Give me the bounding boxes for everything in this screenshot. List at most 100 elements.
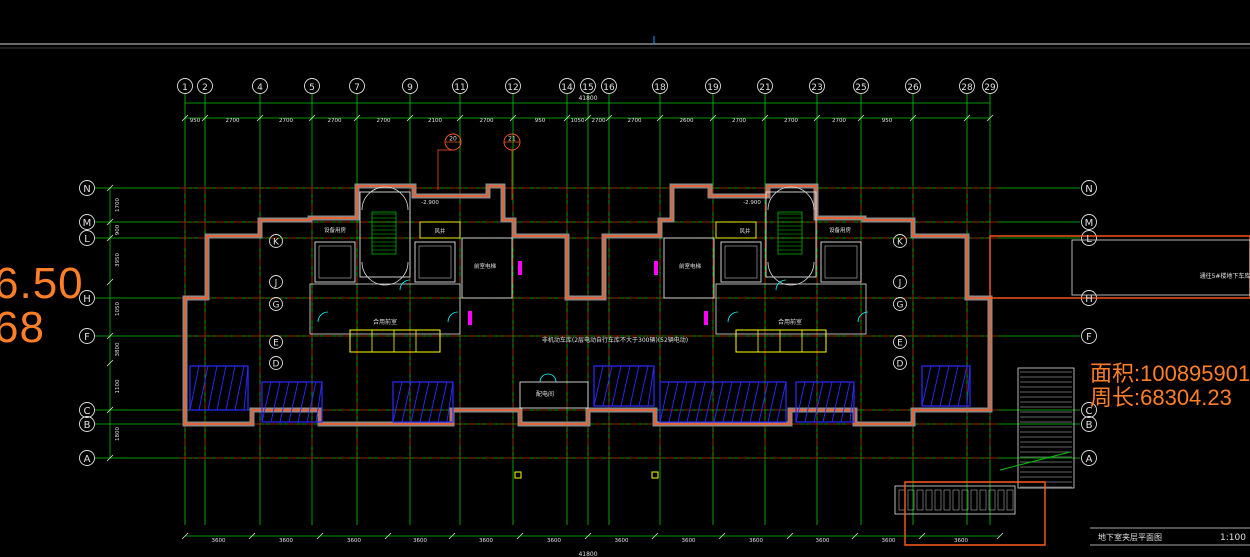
dimension-tick <box>813 114 821 122</box>
grid-column-bubble <box>559 78 575 94</box>
parking-hatch <box>602 365 613 407</box>
parking-hatch <box>225 365 236 411</box>
stair-arc <box>361 261 409 286</box>
grid-subrow-bubble <box>893 275 907 289</box>
door-swing <box>775 279 787 291</box>
grid-row-bubble <box>79 450 95 466</box>
ramp-slot <box>970 489 978 511</box>
stair-run <box>777 211 803 255</box>
grid-subrow-bubble <box>269 275 283 289</box>
shaft-room <box>715 221 757 239</box>
parking-hatch <box>198 365 209 411</box>
pump-room-label: 配电间 <box>536 390 554 398</box>
dimension-tick <box>406 114 414 122</box>
door-marker <box>468 311 472 325</box>
parking-band <box>261 381 323 423</box>
stairwell <box>359 191 411 278</box>
ramp-slot <box>898 489 906 511</box>
parking-band <box>593 365 655 407</box>
dimension-tick-bottom <box>918 532 926 540</box>
grid-row-label-right: A <box>1086 454 1093 465</box>
grid-subrow-label: K <box>897 238 904 248</box>
left-dimension-text: 3800 <box>115 342 121 356</box>
grid-column-label: 2 <box>202 83 208 93</box>
dimension-tick <box>353 114 361 122</box>
grid-column-label: 9 <box>407 83 413 93</box>
dimension-tick-left <box>106 234 114 242</box>
parking-hatch <box>813 381 824 423</box>
parking-hatch <box>593 365 604 407</box>
grid-row-label-right: F <box>1086 332 1092 343</box>
grid-row-bubble-right <box>1081 180 1097 196</box>
parking-hatch <box>306 381 317 423</box>
dimension-tick-left <box>106 218 114 226</box>
grid-row-label-right: L <box>1086 234 1092 245</box>
left-readout-line2: 68 <box>0 303 45 352</box>
grid-row-label: L <box>84 234 90 245</box>
parking-hatch <box>611 365 622 407</box>
dimension-tick-bottom <box>996 532 1004 540</box>
parking-hatch <box>695 381 706 423</box>
dimension-tick <box>256 114 264 122</box>
ramp-arrow <box>999 451 1071 471</box>
grid-column-label: 26 <box>907 83 919 93</box>
bottom-dimension-text: 3600 <box>816 538 830 544</box>
top-dimension-text: 2700 <box>784 118 798 124</box>
left-dimension-text: 1050 <box>115 302 121 316</box>
pump-room <box>519 381 589 409</box>
parking-hatch <box>966 365 971 407</box>
door-swing <box>399 279 411 291</box>
detail-marker-label: 20 <box>449 136 457 143</box>
grid-row-bubble-right <box>1081 416 1097 432</box>
parking-hatch <box>713 381 724 423</box>
dimension-tick <box>456 114 464 122</box>
top-dimension-text: 2600 <box>680 118 694 124</box>
bottom-dimension-text: 3600 <box>954 538 968 544</box>
parking-hatch <box>446 381 454 423</box>
ramp-slot <box>952 489 960 511</box>
annex-inner <box>1071 239 1250 296</box>
parking-hatch <box>428 381 439 423</box>
grid-row-label-right: M <box>1085 218 1094 229</box>
parking-hatch <box>740 381 751 423</box>
dimension-tick-bottom <box>316 532 324 540</box>
grid-column-label: 12 <box>507 83 518 93</box>
bottom-dimension-text: 3600 <box>882 538 896 544</box>
top-dimension-text: 1050 <box>571 118 585 124</box>
ramp-slot <box>961 489 969 511</box>
parking-hatch <box>722 381 733 423</box>
top-dimension-text: 2700 <box>279 118 293 124</box>
top-dimension-text: 2700 <box>480 118 494 124</box>
parking-hatch <box>776 381 787 423</box>
parking-hatch <box>261 381 272 423</box>
room-layer <box>189 186 971 423</box>
parking-hatch <box>704 381 715 423</box>
utility-rooms <box>349 329 441 353</box>
ramp-slot <box>925 489 933 511</box>
grid-column-label: 21 <box>759 83 770 93</box>
stair-arc <box>767 186 815 211</box>
bottom-dimension-text: 3600 <box>615 538 629 544</box>
dimension-tick-bottom <box>448 532 456 540</box>
stair-arc <box>767 261 815 286</box>
parking-hatch <box>930 365 941 407</box>
parking-hatch <box>620 365 631 407</box>
parking-hatch <box>795 381 806 423</box>
grid-row-label: C <box>84 406 91 417</box>
grid-column-bubble <box>601 78 617 94</box>
top-dimension-text: 2700 <box>732 118 746 124</box>
grid-column-bubble <box>452 78 468 94</box>
door-marker <box>654 261 658 275</box>
left-dimension-text: 3950 <box>115 253 121 267</box>
dimension-tick <box>181 114 189 122</box>
shaft-label-right: 风井 <box>739 227 751 235</box>
parking-hatch <box>629 365 640 407</box>
parking-hatch <box>207 365 218 411</box>
parking-hatch <box>315 381 323 423</box>
top-dimension-text: 2700 <box>328 118 342 124</box>
ramp-slot <box>907 489 915 511</box>
grid-column-bubble <box>505 78 521 94</box>
grid-column-label: 16 <box>603 83 615 93</box>
